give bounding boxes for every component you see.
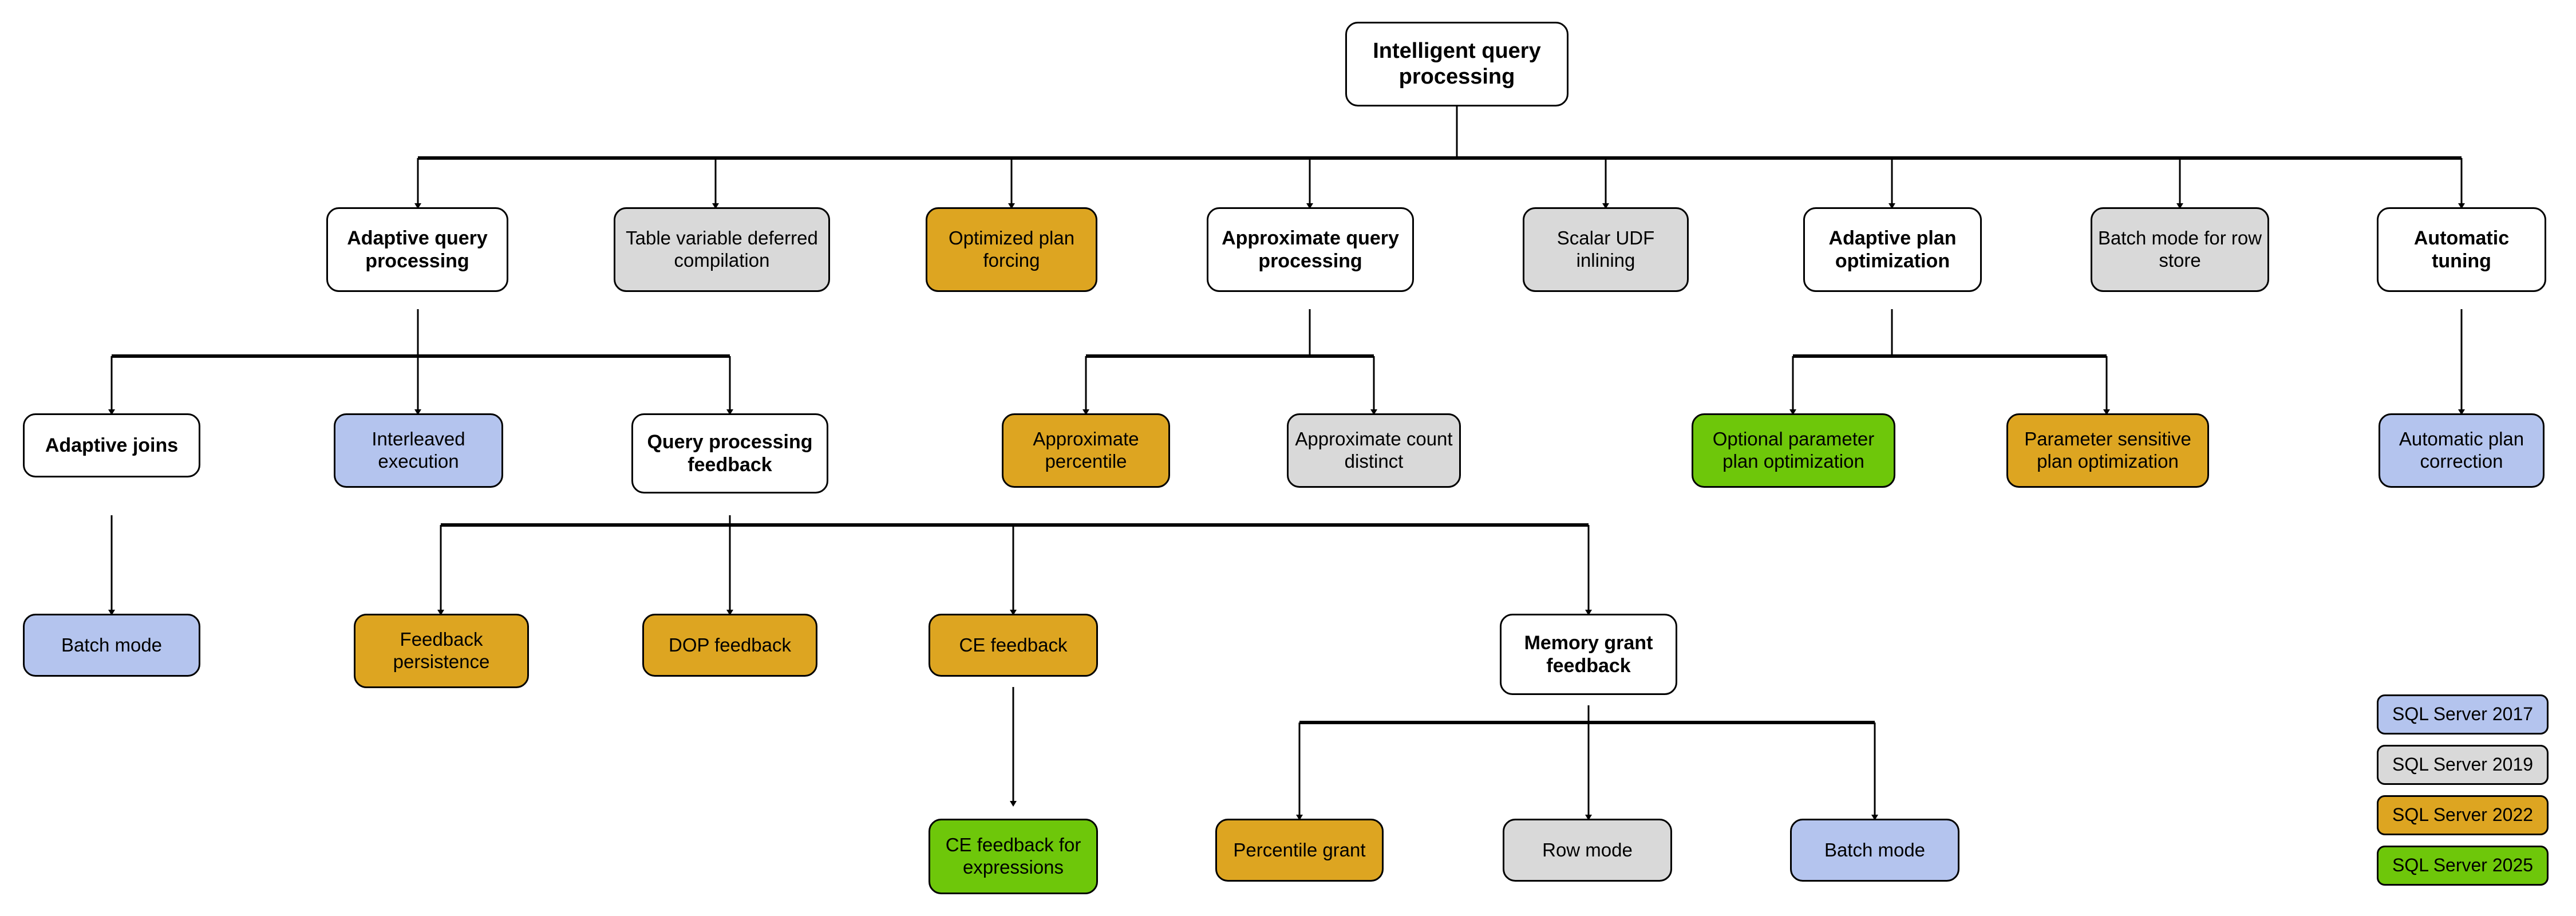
node-table-variable-deferred-compilation-label: Table variable deferred compilation [626,227,818,271]
legend-item-sql-server-2025: SQL Server 2025 [2377,846,2549,886]
node-query-processing-feedback-label: Query processing feedback [647,431,813,476]
node-approximate-count-distinct[interactable]: Approximate count distinct [1287,413,1461,488]
node-adaptive-plan-optimization-label: Adaptive plan optimization [1828,227,1957,272]
legend-item-sql-server-2022-label: SQL Server 2022 [2392,804,2534,826]
node-batch-mode-memory-grant[interactable]: Batch mode [1790,819,1959,882]
node-interleaved-execution[interactable]: Interleaved execution [334,413,503,488]
node-batch-mode[interactable]: Batch mode [23,614,200,677]
node-dop-feedback-label: DOP feedback [668,634,792,656]
node-optimized-plan-forcing-label: Optimized plan forcing [948,227,1075,271]
node-memory-grant-feedback-label: Memory grant feedback [1524,631,1653,677]
node-approximate-query-processing[interactable]: Approximate query processing [1207,207,1414,292]
node-approximate-query-processing-label: Approximate query processing [1222,227,1399,272]
node-feedback-persistence-label: Feedback persistence [393,629,490,672]
node-batch-mode-for-row-store[interactable]: Batch mode for row store [2091,207,2269,292]
node-approximate-percentile[interactable]: Approximate percentile [1002,413,1170,488]
node-optional-parameter-plan-optimization[interactable]: Optional parameter plan optimization [1692,413,1895,488]
legend-item-sql-server-2017-label: SQL Server 2017 [2392,704,2534,725]
node-scalar-udf-inlining[interactable]: Scalar UDF inlining [1523,207,1689,292]
node-ce-feedback-for-expressions-label: CE feedback for expressions [945,834,1081,878]
node-adaptive-query-processing-label: Adaptive query processing [347,227,488,272]
node-table-variable-deferred-compilation[interactable]: Table variable deferred compilation [614,207,830,292]
node-query-processing-feedback[interactable]: Query processing feedback [631,413,828,493]
node-automatic-tuning-label: Automatic tuning [2413,227,2510,272]
node-feedback-persistence[interactable]: Feedback persistence [354,614,529,688]
legend-item-sql-server-2025-label: SQL Server 2025 [2392,855,2534,876]
node-optimized-plan-forcing[interactable]: Optimized plan forcing [926,207,1097,292]
node-ce-feedback-for-expressions[interactable]: CE feedback for expressions [929,819,1098,894]
legend-item-sql-server-2017: SQL Server 2017 [2377,694,2549,735]
node-memory-grant-feedback[interactable]: Memory grant feedback [1500,614,1677,695]
node-ce-feedback[interactable]: CE feedback [929,614,1098,677]
node-adaptive-plan-optimization[interactable]: Adaptive plan optimization [1803,207,1982,292]
node-automatic-plan-correction-label: Automatic plan correction [2399,428,2524,472]
node-optional-parameter-plan-optimization-label: Optional parameter plan optimization [1712,428,1875,472]
node-parameter-sensitive-plan-optimization[interactable]: Parameter sensitive plan optimization [2006,413,2209,488]
node-adaptive-joins-label: Adaptive joins [45,434,179,456]
node-approximate-percentile-label: Approximate percentile [1033,428,1139,472]
node-interleaved-execution-label: Interleaved execution [372,428,465,472]
node-root[interactable]: Intelligent query processing [1345,22,1568,106]
legend-item-sql-server-2019: SQL Server 2019 [2377,745,2549,785]
node-percentile-grant-label: Percentile grant [1233,839,1366,860]
node-row-mode[interactable]: Row mode [1503,819,1672,882]
node-dop-feedback[interactable]: DOP feedback [642,614,817,677]
node-automatic-plan-correction[interactable]: Automatic plan correction [2379,413,2545,488]
node-parameter-sensitive-plan-optimization-label: Parameter sensitive plan optimization [2024,428,2191,472]
node-percentile-grant[interactable]: Percentile grant [1215,819,1384,882]
node-ce-feedback-label: CE feedback [959,634,1068,656]
node-batch-mode-memory-grant-label: Batch mode [1824,839,1926,860]
legend-item-sql-server-2019-label: SQL Server 2019 [2392,754,2534,775]
node-batch-mode-for-row-store-label: Batch mode for row store [2097,227,2262,271]
node-adaptive-query-processing[interactable]: Adaptive query processing [326,207,508,292]
node-root-label: Intelligent query processing [1373,39,1541,89]
node-approximate-count-distinct-label: Approximate count distinct [1295,428,1453,472]
legend-item-sql-server-2022: SQL Server 2022 [2377,795,2549,835]
node-scalar-udf-inlining-label: Scalar UDF inlining [1556,227,1655,271]
node-batch-mode-label: Batch mode [61,634,163,656]
node-automatic-tuning[interactable]: Automatic tuning [2377,207,2546,292]
legend: SQL Server 2017 SQL Server 2019 SQL Serv… [2377,694,2549,886]
node-row-mode-label: Row mode [1542,839,1633,860]
node-adaptive-joins[interactable]: Adaptive joins [23,413,200,477]
